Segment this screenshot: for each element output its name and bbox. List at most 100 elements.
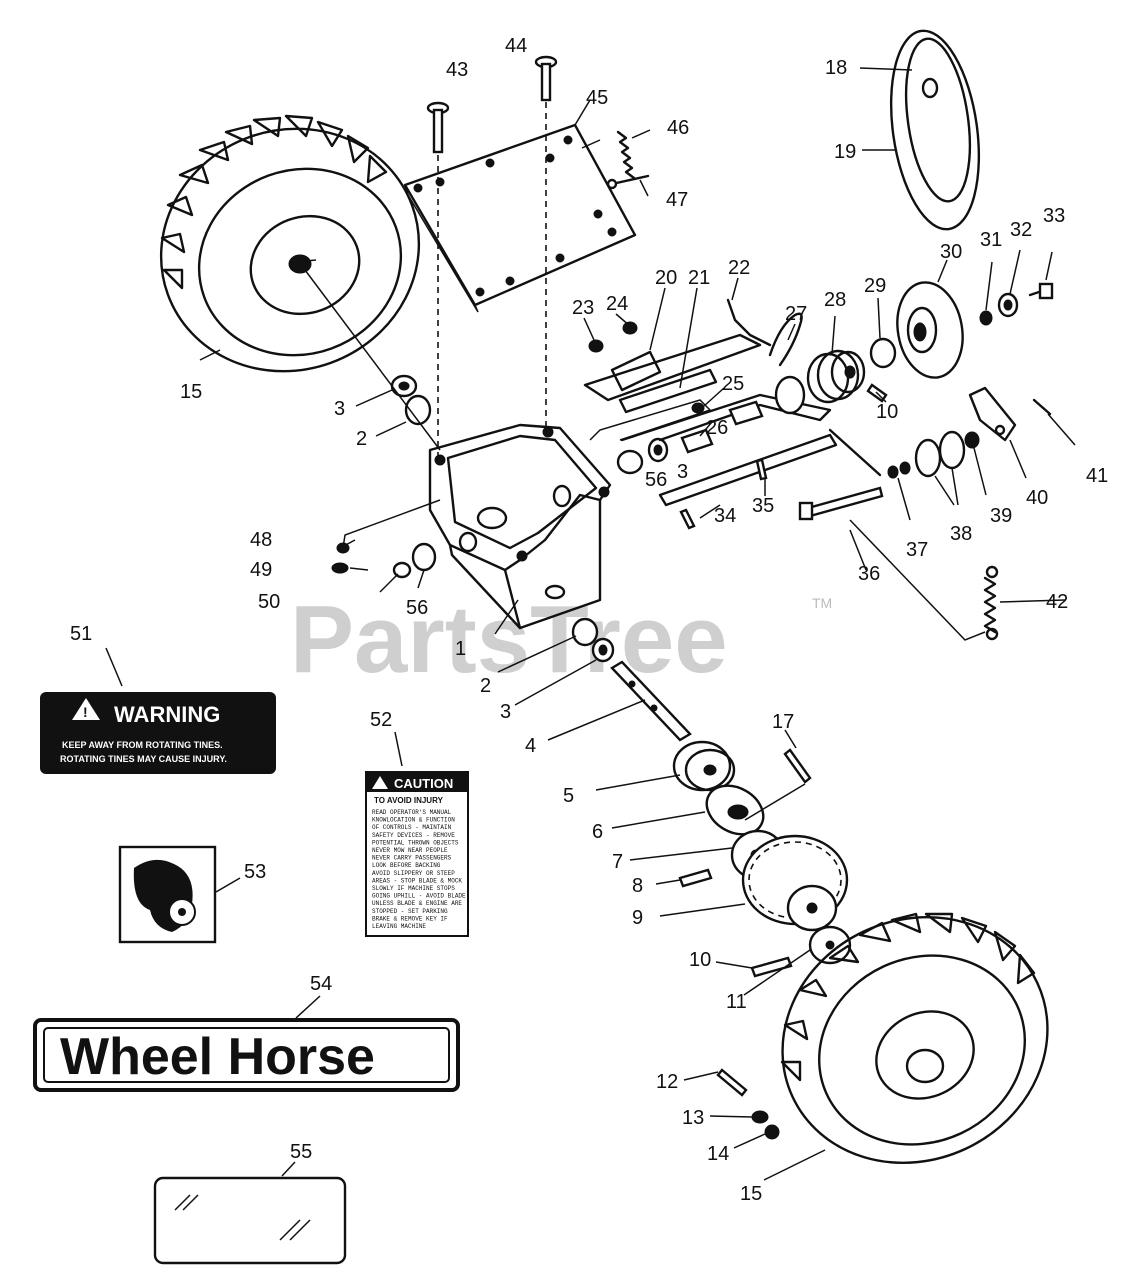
caution-subtitle: TO AVOID INJURY xyxy=(374,796,444,805)
callout-2-lower: 2 xyxy=(480,675,491,697)
warning-decal: ! WARNING KEEP AWAY FROM ROTATING TINES.… xyxy=(40,692,276,774)
pin-17[interactable] xyxy=(783,748,812,784)
bolt-47[interactable] xyxy=(606,174,650,190)
belt-18[interactable] xyxy=(897,35,979,206)
washer-24[interactable] xyxy=(622,321,638,335)
axle-line-upper xyxy=(304,269,441,451)
spring-42[interactable] xyxy=(983,565,999,641)
bolt-12[interactable] xyxy=(716,1068,748,1097)
callout-11: 11 xyxy=(726,991,747,1013)
callout-50: 50 xyxy=(258,591,280,613)
pulley-5[interactable] xyxy=(672,740,736,792)
pin-34b[interactable] xyxy=(679,508,696,530)
key-10-lower[interactable] xyxy=(750,956,793,978)
gear-9[interactable] xyxy=(741,834,849,932)
seal-3-lower[interactable] xyxy=(591,637,615,663)
idler-bracket-40[interactable] xyxy=(968,386,1017,442)
bearing-29[interactable] xyxy=(869,337,897,369)
bearing-2-upper[interactable] xyxy=(404,394,432,426)
caution-line: NEVER MOW NEAR PEOPLE xyxy=(372,847,448,854)
plug-49[interactable] xyxy=(331,562,349,574)
bracket-20[interactable] xyxy=(610,350,662,392)
washer-32[interactable] xyxy=(997,292,1019,318)
callout-15-lower: 15 xyxy=(740,1183,762,1205)
collar-27[interactable] xyxy=(774,375,806,415)
caution-line: GOING UPHILL - AVOID BLADE xyxy=(372,893,466,900)
callout-41: 41 xyxy=(1086,465,1108,487)
spring-46[interactable] xyxy=(616,130,636,180)
link-22[interactable] xyxy=(726,298,772,347)
drive-pulley-30[interactable] xyxy=(890,277,970,383)
callout-42: 42 xyxy=(1046,591,1068,613)
caution-line: SLOWLY IF MACHINE STOPS xyxy=(372,885,455,892)
nut-39[interactable] xyxy=(964,431,980,449)
warning-exclamation: ! xyxy=(83,704,88,720)
caution-line: LOOK BEFORE BACKING xyxy=(372,862,441,869)
callout-6: 6 xyxy=(592,821,603,843)
callout-18: 18 xyxy=(825,57,847,79)
callout-3-center: 3 xyxy=(677,461,688,483)
lower-right-wheel[interactable] xyxy=(742,874,1088,1206)
seal-3-upper[interactable] xyxy=(390,374,418,398)
bushing-25[interactable] xyxy=(691,402,705,414)
caution-title: CAUTION xyxy=(394,776,453,791)
callout-53: 53 xyxy=(244,861,266,883)
callout-12: 12 xyxy=(656,1071,678,1093)
shaft-21[interactable] xyxy=(618,368,718,414)
callout-45: 45 xyxy=(586,87,608,109)
nut-14[interactable] xyxy=(764,1124,780,1140)
callout-3-upper: 3 xyxy=(334,398,345,420)
nut-23[interactable] xyxy=(588,339,604,353)
upper-left-wheel[interactable] xyxy=(127,93,453,407)
washer-13[interactable] xyxy=(751,1110,769,1124)
callout-36: 36 xyxy=(858,563,880,585)
callout-14: 14 xyxy=(707,1143,729,1165)
leader-17 xyxy=(744,783,806,821)
pulleys-38[interactable] xyxy=(914,430,966,478)
warning-line-2: ROTATING TINES MAY CAUSE INJURY. xyxy=(60,754,227,764)
pictogram-decal xyxy=(118,845,217,944)
window-decal-55 xyxy=(153,1176,347,1265)
bushing-56-left[interactable] xyxy=(411,542,437,572)
shaft-4[interactable] xyxy=(610,660,692,742)
pin-35[interactable] xyxy=(755,458,768,481)
caution-line: AREAS - STOP BLADE & MOCK xyxy=(372,877,462,884)
bushing-56-center[interactable] xyxy=(616,449,644,475)
collar-11[interactable] xyxy=(808,925,852,965)
callout-2-upper: 2 xyxy=(356,428,367,450)
shaft-34[interactable] xyxy=(658,428,882,507)
callout-43: 43 xyxy=(446,59,468,81)
caution-line: SAFETY DEVICES - REMOVE xyxy=(372,832,455,839)
caution-line: READ OPERATOR'S MANUAL xyxy=(372,809,452,816)
pin-8[interactable] xyxy=(678,868,713,888)
caution-line: UNLESS BLADE & ENGINE ARE xyxy=(372,900,462,907)
gearbox-housing[interactable] xyxy=(428,423,612,630)
washer-31[interactable] xyxy=(979,310,993,326)
bolt-36[interactable] xyxy=(798,486,884,521)
callout-20: 20 xyxy=(655,267,677,289)
seal-3-center[interactable] xyxy=(647,437,669,463)
pulley-28[interactable] xyxy=(806,349,866,404)
brand-text: Wheel Horse xyxy=(60,1028,375,1086)
bolt-43[interactable] xyxy=(426,101,450,154)
callout-40: 40 xyxy=(1026,487,1048,509)
washer-6[interactable] xyxy=(698,776,772,844)
bolt-33[interactable] xyxy=(1028,282,1054,300)
watermark-text: PartsTree xyxy=(290,586,728,693)
mounting-plate[interactable] xyxy=(403,123,637,313)
bearing-2-lower[interactable] xyxy=(571,617,599,647)
bushing-26[interactable] xyxy=(680,428,714,454)
callout-26: 26 xyxy=(706,417,728,439)
callout-1: 1 xyxy=(455,638,466,660)
callout-54: 54 xyxy=(310,973,332,995)
watermark-tm: TM xyxy=(812,595,832,611)
callout-9: 9 xyxy=(632,907,643,929)
washers-37[interactable] xyxy=(887,461,911,479)
bolt-44[interactable] xyxy=(534,55,558,102)
belt-19[interactable] xyxy=(879,25,990,235)
o-ring-50[interactable] xyxy=(392,561,412,579)
pin-41[interactable] xyxy=(1032,398,1052,416)
callout-10-upper: 10 xyxy=(876,401,898,423)
spacer-26b[interactable] xyxy=(728,400,764,426)
spring-27[interactable] xyxy=(768,312,803,367)
